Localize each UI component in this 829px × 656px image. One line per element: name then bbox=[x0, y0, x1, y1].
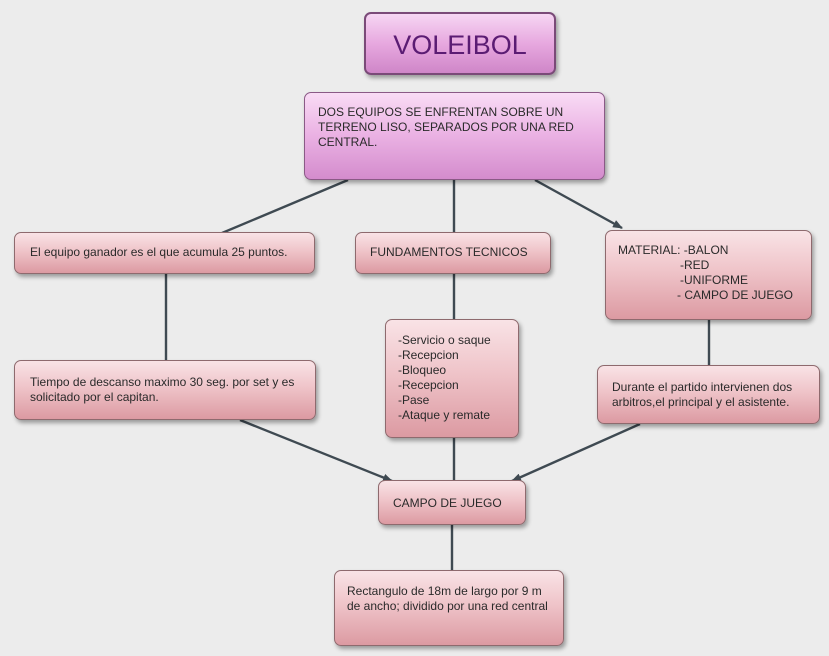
definition-text: DOS EQUIPOS SE ENFRENTAN SOBRE UN TERREN… bbox=[318, 105, 574, 149]
fundamentals-item: -Recepcion bbox=[398, 348, 459, 362]
referees-text: Durante el partido intervienen dos arbit… bbox=[612, 380, 793, 409]
fundamentals-items-node: -Servicio o saque -Recepcion -Bloqueo -R… bbox=[385, 319, 519, 438]
material-line: - CAMPO DE JUEGO bbox=[677, 288, 794, 302]
court-description-node: Rectangulo de 18m de largo por 9 m de an… bbox=[334, 570, 564, 646]
definition-node: DOS EQUIPOS SE ENFRENTAN SOBRE UN TERREN… bbox=[304, 92, 605, 180]
link-definition-to-material bbox=[534, 178, 623, 230]
fundamentals-title: FUNDAMENTOS TECNICOS bbox=[370, 245, 528, 259]
link-referees-to-court bbox=[511, 422, 641, 483]
fundamentals-item: -Recepcion bbox=[398, 378, 459, 392]
winner-text: El equipo ganador es el que acumula 25 p… bbox=[30, 245, 288, 259]
fundamentals-item: -Ataque y remate bbox=[398, 408, 491, 422]
fundamentals-item: -Bloqueo bbox=[398, 363, 447, 377]
material-line: -UNIFORME bbox=[680, 273, 748, 287]
title-node: VOLEIBOL bbox=[364, 12, 556, 75]
court-title: CAMPO DE JUEGO bbox=[393, 496, 502, 510]
fundamentals-item: -Servicio o saque bbox=[398, 333, 491, 347]
rest-time-node: Tiempo de descanso maximo 30 seg. por se… bbox=[14, 360, 316, 420]
fundamentals-node: FUNDAMENTOS TECNICOS bbox=[355, 232, 551, 274]
link-rest-to-court bbox=[239, 418, 393, 483]
material-line: -RED bbox=[680, 258, 710, 272]
winner-node: El equipo ganador es el que acumula 25 p… bbox=[14, 232, 315, 274]
material-node: MATERIAL: -BALON -RED -UNIFORME - CAMPO … bbox=[605, 230, 812, 320]
referees-node: Durante el partido intervienen dos arbit… bbox=[597, 365, 820, 424]
court-description-text: Rectangulo de 18m de largo por 9 m de an… bbox=[347, 584, 548, 613]
court-node: CAMPO DE JUEGO bbox=[378, 480, 526, 525]
fundamentals-item: -Pase bbox=[398, 393, 430, 407]
title-text: VOLEIBOL bbox=[393, 30, 527, 60]
link-definition-to-winner bbox=[221, 178, 349, 235]
material-line: MATERIAL: -BALON bbox=[618, 243, 729, 257]
rest-time-text: Tiempo de descanso maximo 30 seg. por se… bbox=[30, 375, 295, 404]
